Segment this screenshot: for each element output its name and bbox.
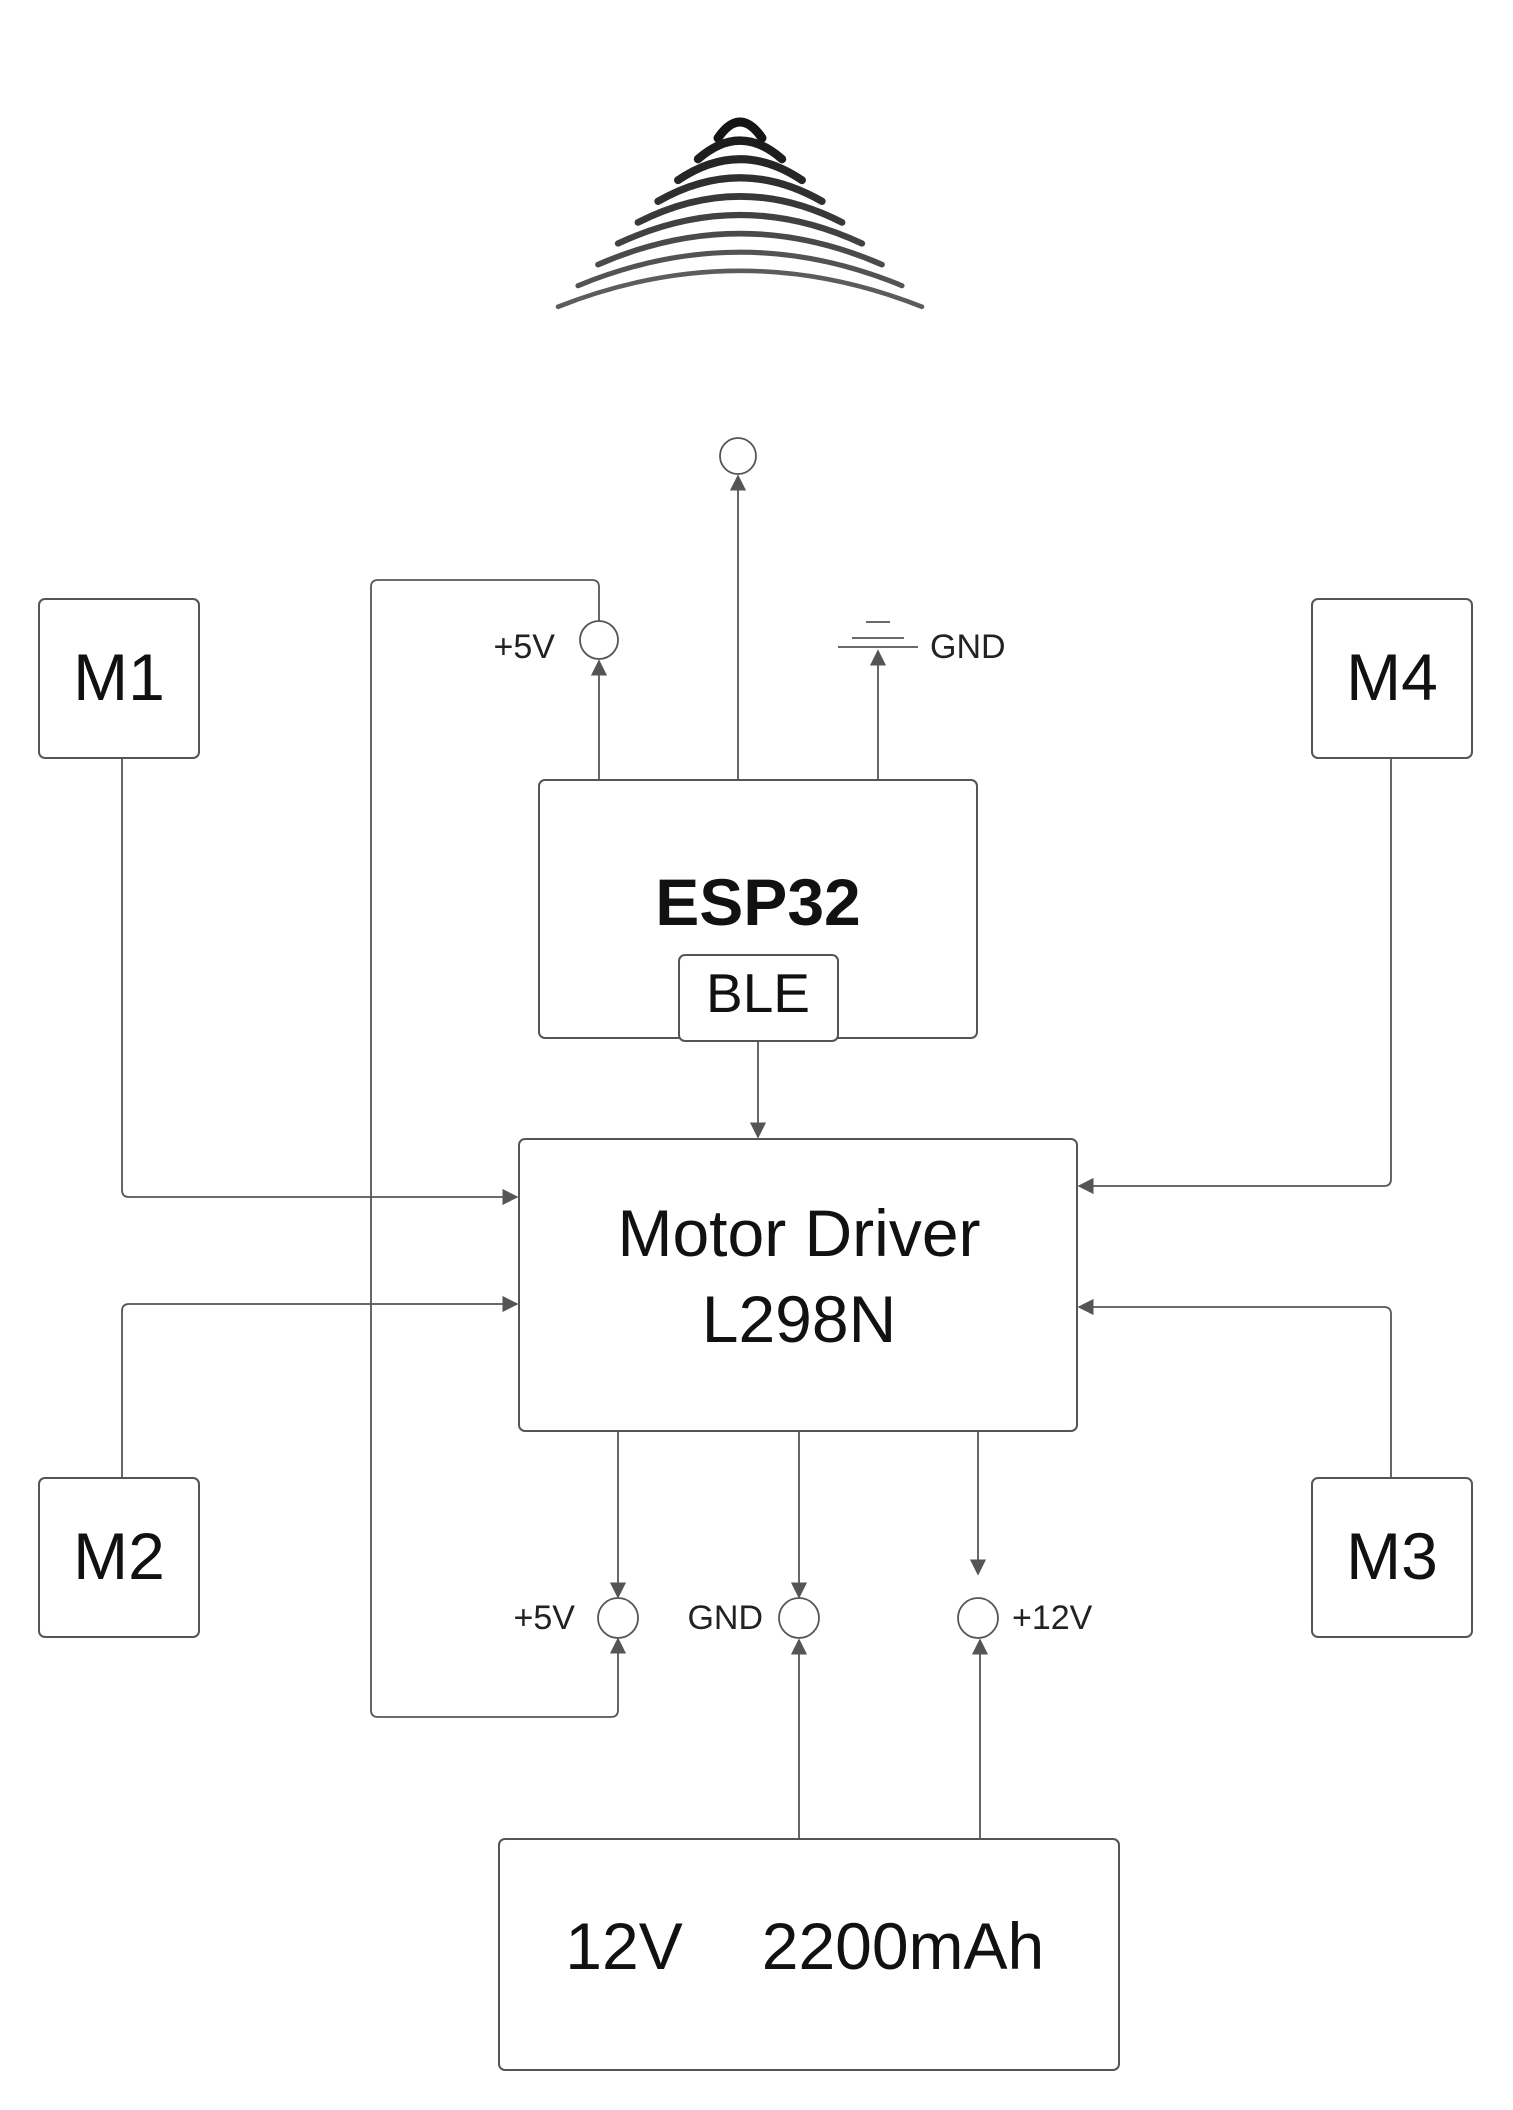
driver-5v-node xyxy=(597,1597,639,1639)
esp32-label: ESP32 xyxy=(655,865,860,939)
motor-m3-label: M3 xyxy=(1346,1519,1438,1593)
signal-arc xyxy=(713,117,767,143)
m2-wire xyxy=(121,1295,519,1478)
motor-driver-label: Motor Driver xyxy=(617,1196,980,1270)
motor-m4-box xyxy=(1311,598,1473,759)
signal-arc xyxy=(595,230,885,268)
driver-gnd-label: GND xyxy=(687,1599,763,1637)
wireless-signal-icon xyxy=(555,117,925,310)
motor-m2-box xyxy=(38,1477,200,1638)
signal-arc xyxy=(555,268,925,310)
battery-capacity: 2200mAh xyxy=(762,1909,1045,1983)
esp-5v-node xyxy=(579,620,619,660)
driver-gnd-node xyxy=(778,1597,820,1639)
ground-symbol-icon xyxy=(838,621,918,648)
antenna-node xyxy=(719,437,757,475)
signal-arc xyxy=(634,193,846,226)
battery-box xyxy=(498,1838,1120,2071)
ble-label: BLE xyxy=(706,962,810,1024)
signal-arc xyxy=(693,136,787,164)
driver-12v-label: +12V xyxy=(1012,1599,1093,1637)
m1-wire xyxy=(121,758,519,1206)
motor-m4-label: M4 xyxy=(1346,640,1438,714)
esp-gnd-label: GND xyxy=(930,628,1006,666)
motor-m2-label: M2 xyxy=(73,1519,165,1593)
battery-voltage: 12V xyxy=(565,1909,682,1983)
driver-5v-label: +5V xyxy=(514,1599,576,1637)
signal-arc xyxy=(575,249,905,289)
m4-wire xyxy=(1077,758,1392,1195)
m3-wire xyxy=(1077,1298,1392,1478)
esp-5v-label: +5V xyxy=(494,628,556,666)
signal-arc xyxy=(614,211,866,247)
motor-driver-box xyxy=(518,1138,1078,1432)
driver-12v-node xyxy=(957,1597,999,1639)
motor-m3-box xyxy=(1311,1477,1473,1638)
5v-loop-wire xyxy=(370,579,627,1718)
signal-arc xyxy=(654,174,826,205)
signal-arc xyxy=(674,155,806,185)
motor-m1-label: M1 xyxy=(73,640,165,714)
motor-driver-model: L298N xyxy=(702,1282,897,1356)
motor-m1-box xyxy=(38,598,200,759)
